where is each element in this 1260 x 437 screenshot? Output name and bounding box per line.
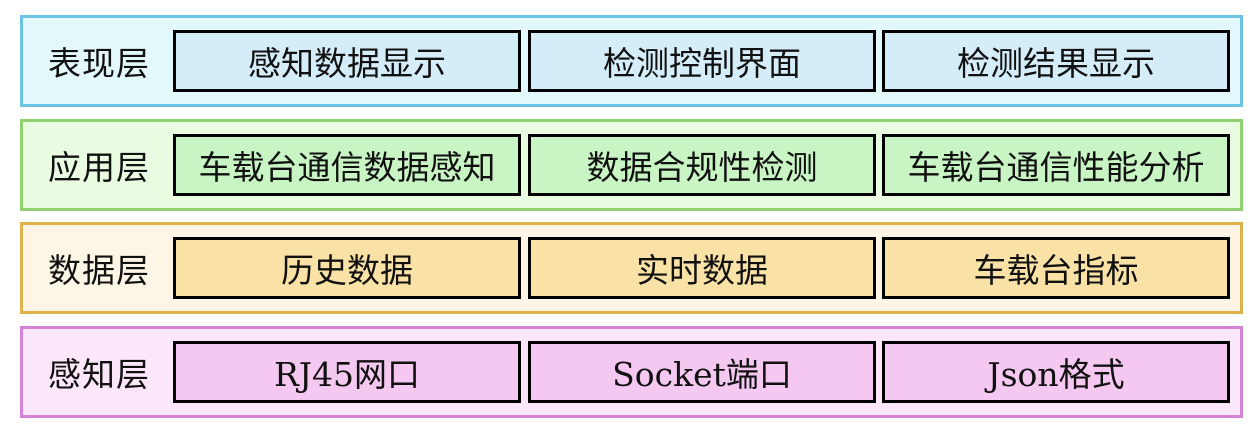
module-compliance-check: 数据合规性检测: [528, 134, 876, 196]
module-sensed-data-display: 感知数据显示: [173, 30, 521, 92]
layer-label-data: 数据层: [48, 251, 150, 290]
module-rj45-port: RJ45网口: [173, 341, 521, 403]
module-vehicle-station-metrics: 车载台指标: [882, 237, 1230, 299]
module-json-format: Json格式: [882, 341, 1230, 403]
layer-application: 应用层 车载台通信数据感知 数据合规性检测 车载台通信性能分析: [20, 119, 1243, 211]
module-comm-data-sensing: 车载台通信数据感知: [173, 134, 521, 196]
module-detection-control-ui: 检测控制界面: [528, 30, 876, 92]
layer-label-perception: 感知层: [48, 355, 150, 394]
layer-label-application: 应用层: [48, 148, 150, 187]
layer-data: 数据层 历史数据 实时数据 车载台指标: [20, 222, 1243, 314]
layer-perception: 感知层 RJ45网口 Socket端口 Json格式: [20, 326, 1243, 418]
module-historical-data: 历史数据: [173, 237, 521, 299]
module-detection-result-display: 检测结果显示: [882, 30, 1230, 92]
layer-presentation: 表现层 感知数据显示 检测控制界面 检测结果显示: [20, 15, 1243, 107]
module-comm-performance-analysis: 车载台通信性能分析: [882, 134, 1230, 196]
layer-label-presentation: 表现层: [48, 44, 150, 83]
module-realtime-data: 实时数据: [528, 237, 876, 299]
module-socket-port: Socket端口: [528, 341, 876, 403]
